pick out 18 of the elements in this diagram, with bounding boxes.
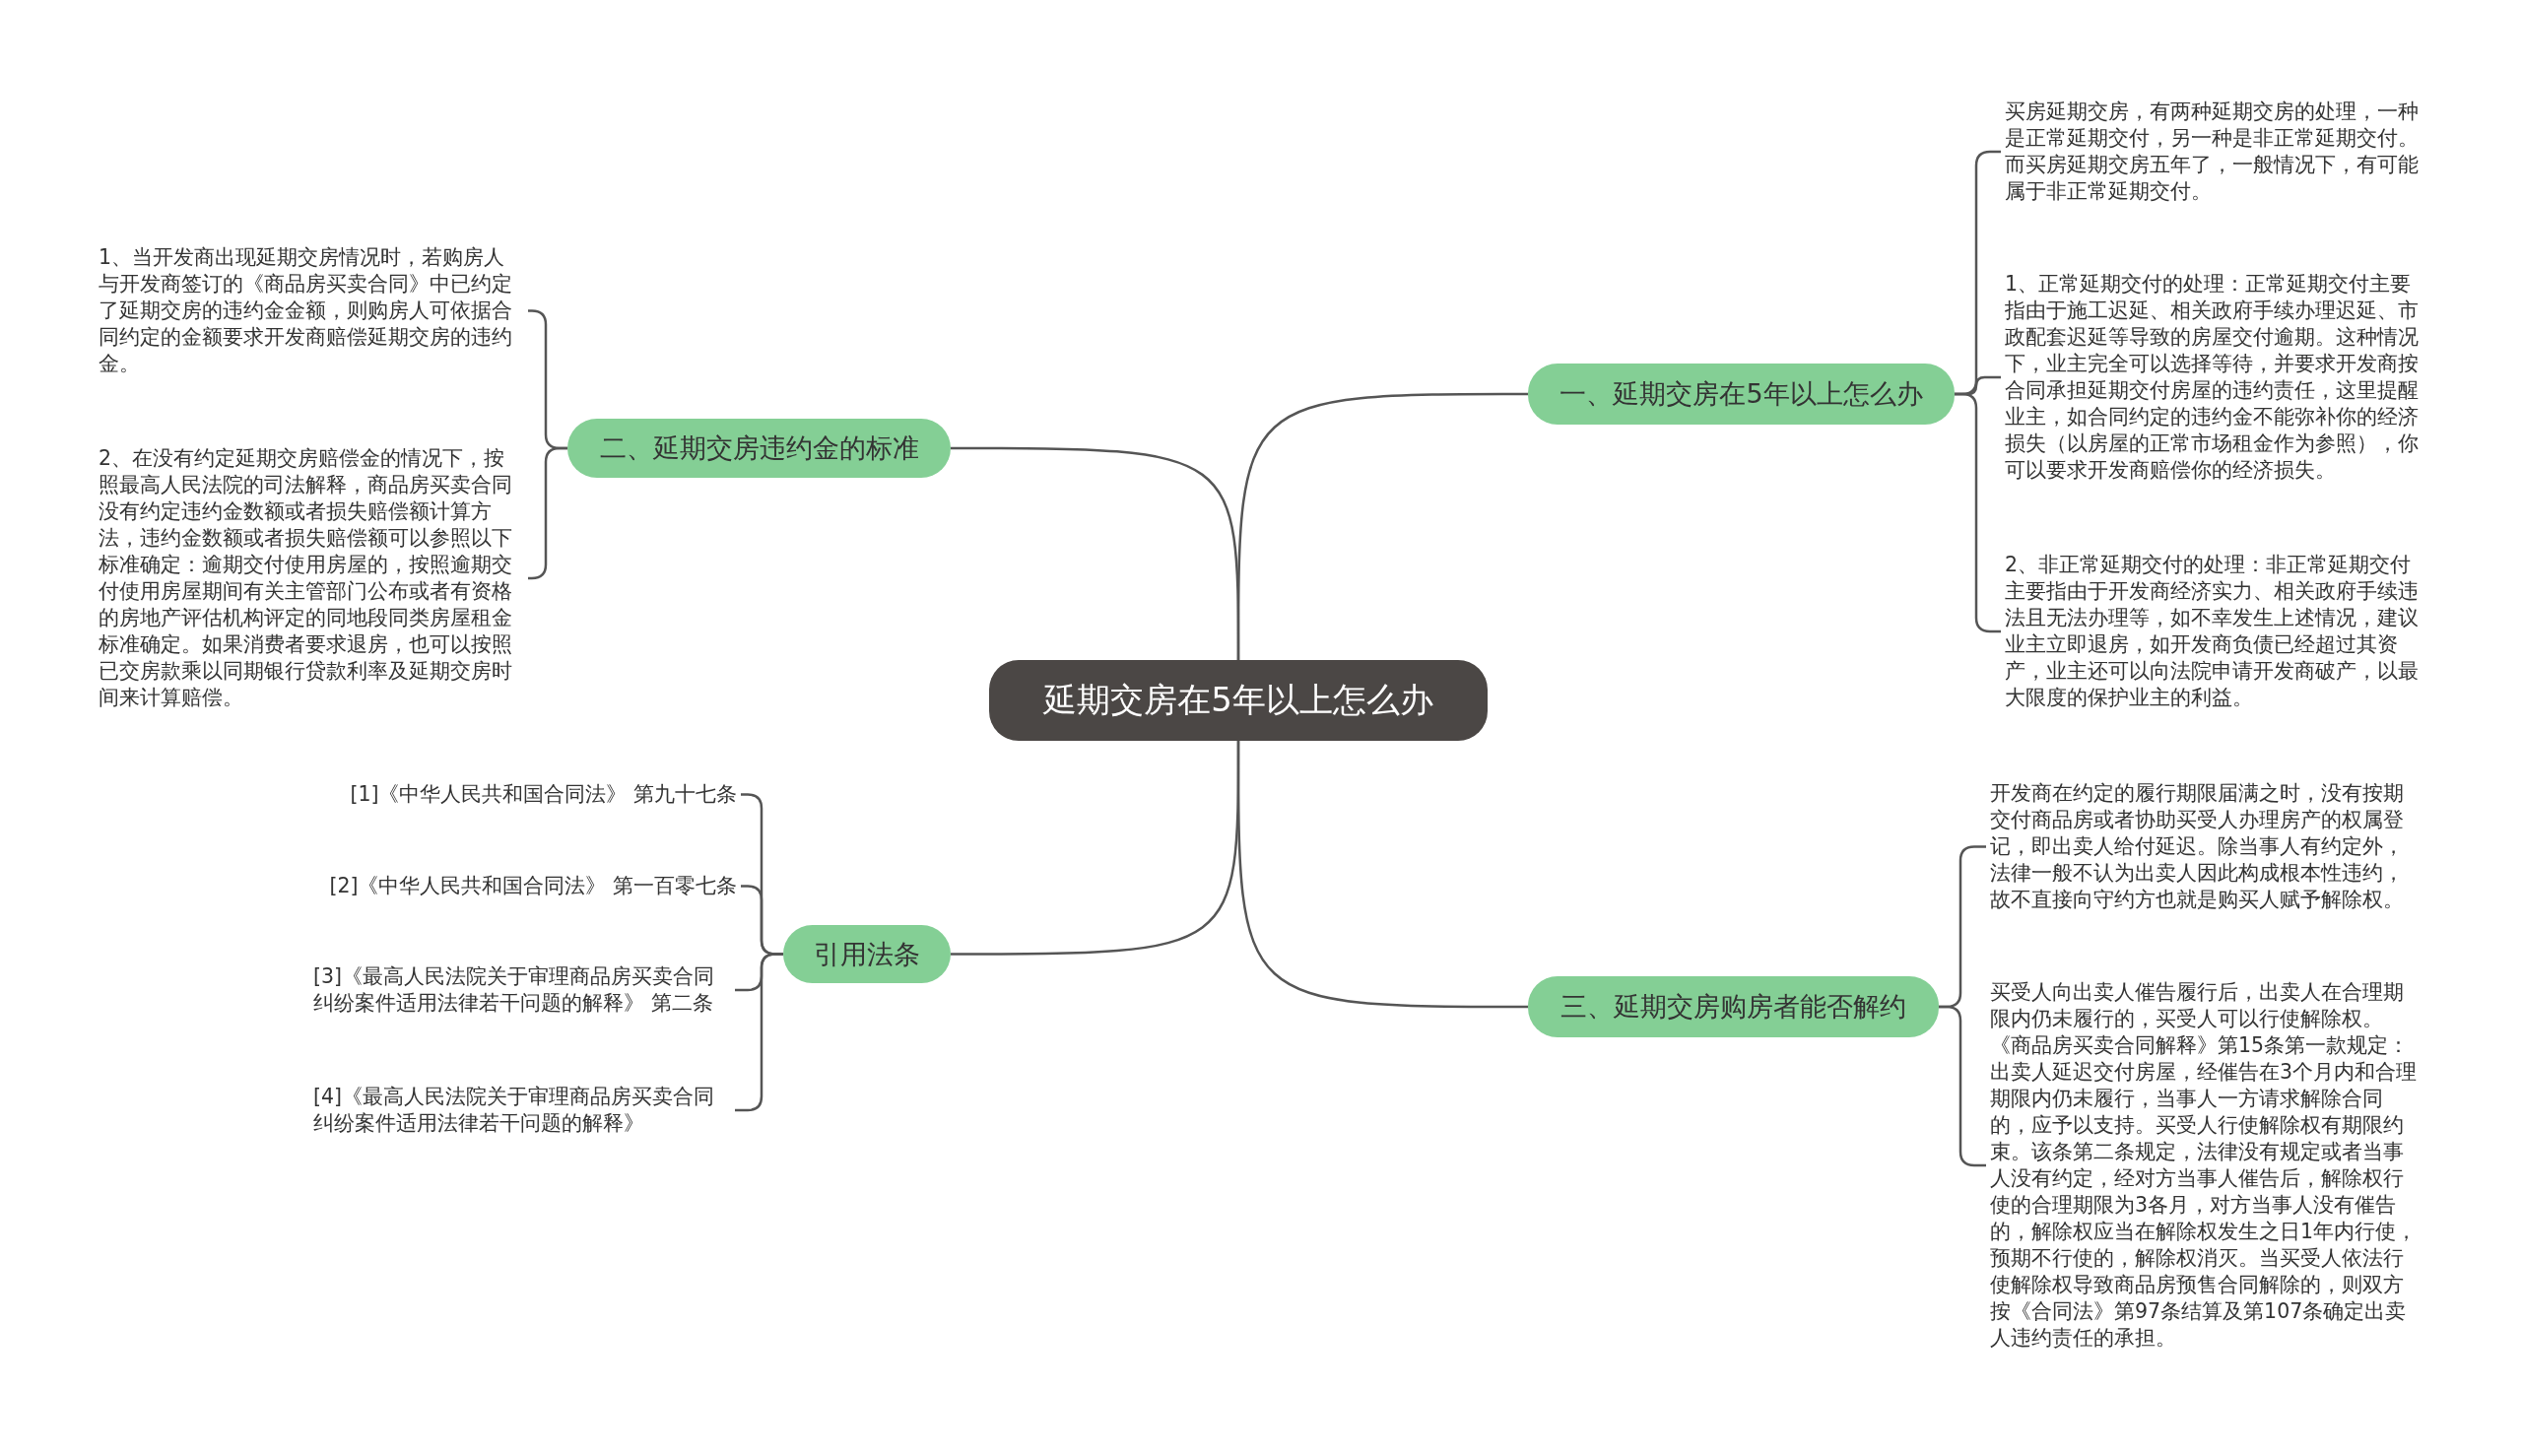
leaf-text: 买受人向出卖人催告履行后，出卖人在合理期限内仍未履行的，买受人可以行使解除权。《商品房买卖合同解释》第15条第一款规定：出卖人延迟交付房屋，经催告在3个月内和合理期限内仍未履行，当事人一方请求解除合同的，应予以支持。买受人行使解除权有期限约束。该条第二条规定，法律没有规定或者当事人没有约定，经对方当事人催告后，解除权行使的合理期限为3各月，对方当事人没有催告的，解除权应当在解除权发生之日1年内行使，预期不行使的，解除权消灭。当买受人依法行使解除权导致商品房预售合同解除的，则双方按《合同法》第97条结算及第107条确定出卖人违约责任的承担。 — [1990, 979, 2420, 1352]
branch-topic: 二、延期交房违约金的标准 — [567, 419, 951, 478]
leaf-text: 开发商在约定的履行期限届满之时，没有按期交付商品房或者协助买受人办理房产的权属登记，即出卖人给付延迟。除当事人有约定外，法律一般不认为出卖人因此构成根本性违约，故不直接向守约方也就是购买人赋予解除权。 — [1990, 780, 2420, 913]
leaf-text: 2、非正常延期交付的处理：非正常延期交付主要指由于开发商经济实力、相关政府手续违法且无法办理等，如不幸发生上述情况，建议业主立即退房，如开发商负债已经超过其资产，业主还可以向法院申请开发商破产，以最大限度的保护业主的利益。 — [2005, 552, 2430, 711]
leaf-text: 2、在没有约定延期交房赔偿金的情况下，按照最高人民法院的司法解释，商品房买卖合同没有约定违约金数额或者损失赔偿额计算方法，违约金数额或者损失赔偿额可以参照以下标准确定：逾期交付使用房屋的，按照逾期交付使用房屋期间有关主管部门公布或者有资格的房地产评估机构评定的同地段同类房屋租金标准确定。如果消费者要求退房，也可以按照已交房款乘以同期银行贷款利率及延期交房时间来计算赔偿。 — [99, 445, 524, 711]
branch-topic: 引用法条 — [783, 925, 951, 983]
central-topic: 延期交房在5年以上怎么办 — [989, 660, 1488, 741]
connector-line — [951, 446, 1240, 660]
leaf-text: 1、当开发商出现延期交房情况时，若购房人与开发商签订的《商品房买卖合同》中已约定了延期交房的违约金金额，则购房人可依据合同约定的金额要求开发商赔偿延期交房的违约金。 — [99, 244, 524, 377]
leaf-text: [2]《中华人民共和国合同法》 第一百零七条 — [296, 873, 737, 899]
branch-topic: 一、延期交房在5年以上怎么办 — [1528, 364, 1955, 425]
leaf-text: 买房延期交房，有两种延期交房的处理，一种是正常延期交付，另一种是非正常延期交付。而买房延期交房五年了，一般情况下，有可能属于非正常延期交付。 — [2005, 99, 2430, 205]
connector-line — [1236, 741, 1528, 1009]
leaf-text: 1、正常延期交付的处理：正常延期交付主要指由于施工迟延、相关政府手续办理迟延、市政配套迟延等导致的房屋交付逾期。这种情况下，业主完全可以选择等待，并要求开发商按合同承担延期交付房屋的违约责任，这里提醒业主，如合同约定的违约金不能弥补你的经济损失（以房屋的正常市场租金作为参照），你可以要求开发商赔偿你的经济损失。 — [2005, 271, 2430, 484]
leaf-text: [3]《最高人民法院关于审理商品房买卖合同纠纷案件适用法律若干问题的解释》 第二条 — [313, 963, 731, 1017]
leaf-text: [4]《最高人民法院关于审理商品房买卖合同纠纷案件适用法律若干问题的解释》 — [313, 1084, 731, 1137]
branch-topic: 三、延期交房购房者能否解约 — [1528, 976, 1939, 1037]
leaf-text: [1]《中华人民共和国合同法》 第九十七条 — [296, 781, 737, 808]
